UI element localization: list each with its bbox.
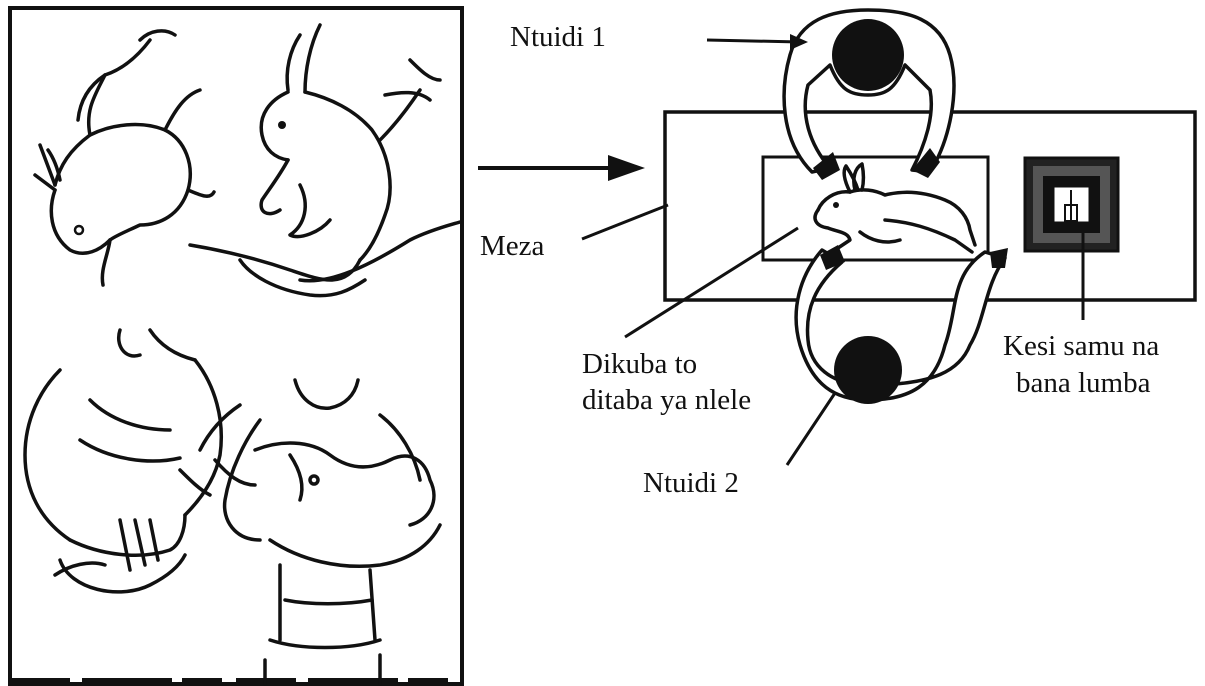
rabbit-lifted-illustration <box>33 29 216 287</box>
helper-2-head <box>834 336 902 404</box>
person-holding-rabbit-left-illustration <box>23 328 257 594</box>
label-table: Meza <box>480 230 545 262</box>
case-box-icon <box>1023 156 1120 253</box>
label-board-line1: Dikuba to <box>582 348 697 380</box>
helper-2-right-hand <box>990 248 1008 268</box>
helper-2-left-hand <box>820 245 845 270</box>
transition-arrow <box>478 155 645 181</box>
helper-1-head <box>832 19 904 91</box>
rabbit-on-board-icon <box>813 162 977 254</box>
leader-board <box>624 226 799 339</box>
label-board-line2: ditaba ya nlele <box>582 384 751 416</box>
helper-1-right-hand <box>912 148 940 178</box>
label-case-line1: Kesi samu na <box>1003 330 1159 362</box>
label-helper-1: Ntuidi 1 <box>510 21 606 53</box>
table-diagram: Ntuidi 1 Meza Dikuba to ditaba ya nlele … <box>480 8 1197 499</box>
label-helper-2: Ntuidi 2 <box>643 467 739 499</box>
helper-2-figure <box>794 245 1008 404</box>
leader-helper-2 <box>785 392 837 466</box>
leader-helper-1 <box>706 38 801 44</box>
leader-table <box>581 203 669 241</box>
board <box>761 155 990 262</box>
person-cradling-rabbit-illustration <box>222 378 442 686</box>
rabbit-supported-illustration <box>188 23 462 298</box>
label-case-line2: bana lumba <box>1016 367 1151 399</box>
handling-illustration-panel <box>8 6 464 686</box>
helper-1-left-hand <box>813 152 840 180</box>
